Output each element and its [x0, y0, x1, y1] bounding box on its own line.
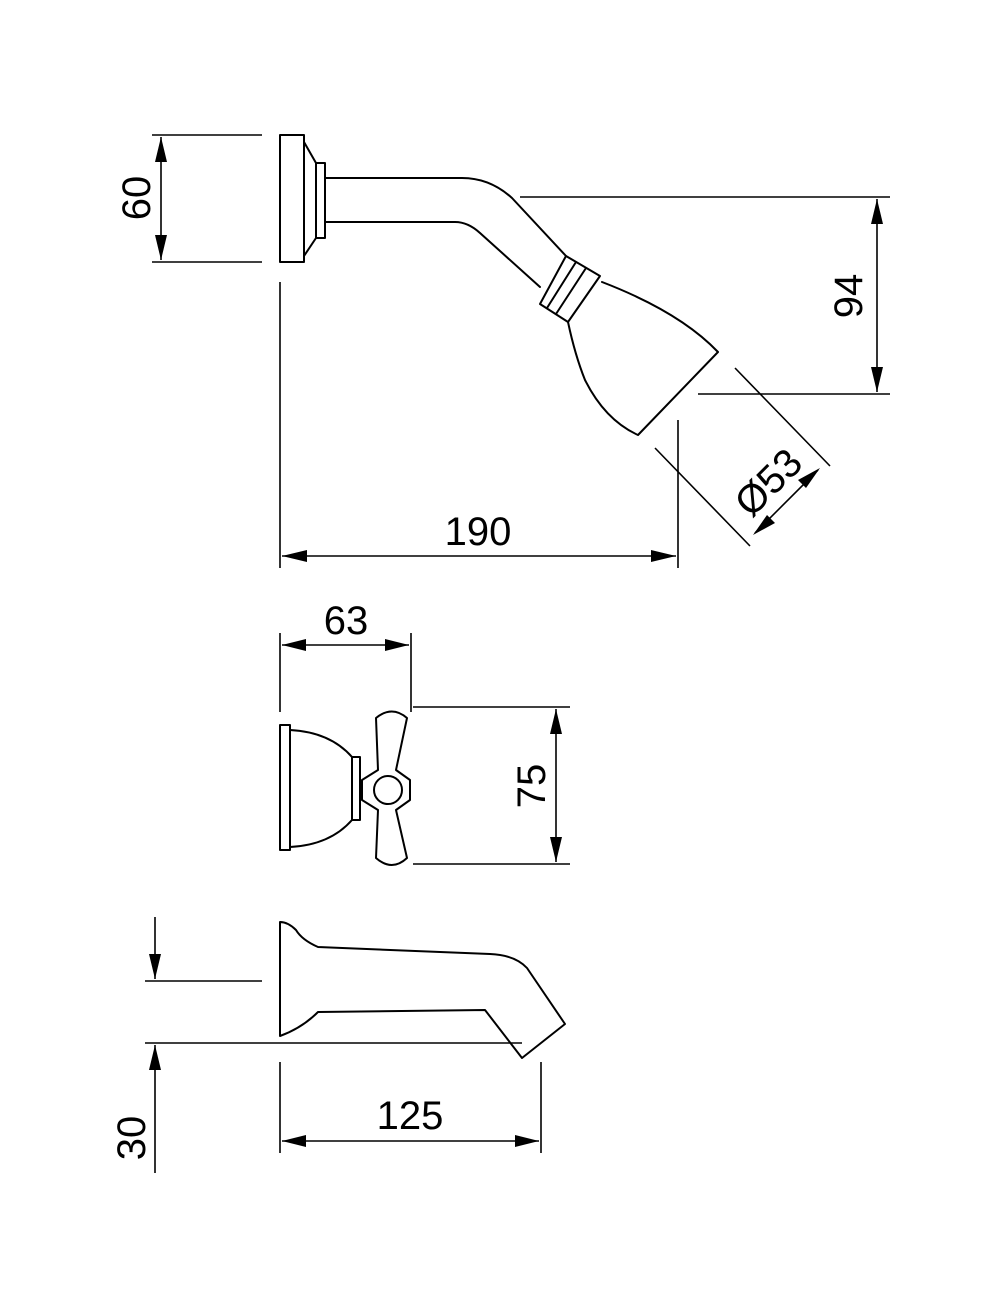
spout-assembly [279, 921, 566, 1059]
dim-label-63: 63 [324, 599, 369, 643]
arrow-head [651, 550, 676, 562]
ext-line [654, 447, 751, 547]
arrow-head [871, 367, 883, 392]
shower-flange-cone [303, 141, 317, 257]
dim-label-94: 94 [827, 274, 871, 319]
dim-label-diameter: Ø53 [727, 441, 812, 526]
dim-label-30: 30 [110, 1116, 154, 1161]
dimension-75: 75 [413, 706, 570, 865]
shower-arm [324, 177, 567, 257]
arrow-head [385, 639, 409, 651]
arrow-head [550, 837, 562, 862]
arrow-head [149, 954, 161, 979]
handle-wall-plate [279, 724, 291, 851]
dim-label-75: 75 [510, 764, 554, 809]
arrow-head [155, 137, 167, 162]
handle-bell [289, 729, 353, 848]
handle-hub [373, 775, 403, 805]
dim-label-60: 60 [115, 176, 159, 221]
arrow-head [515, 1135, 539, 1147]
shower-arm-lower [324, 221, 541, 288]
handle-stem [351, 756, 361, 821]
dimension-125: 125 [279, 1062, 542, 1153]
spout-body [279, 921, 566, 1059]
ext-line [734, 367, 831, 467]
arrow-head [282, 1135, 306, 1147]
dim-label-190: 190 [445, 510, 512, 554]
dimension-190: 190 [279, 282, 679, 568]
shower-swivel-ring-1 [546, 261, 577, 309]
arrow-head [282, 550, 307, 562]
handle-assembly [279, 710, 411, 866]
shower-wall-flange [279, 134, 305, 263]
arrow-head [155, 235, 167, 260]
dimension-63: 63 [279, 599, 412, 712]
shower-swivel-ring-2 [555, 267, 587, 315]
arrow-head [798, 468, 820, 488]
arrow-head [282, 639, 306, 651]
shower-head [567, 281, 719, 436]
arrow-head [753, 515, 775, 535]
dim-label-125: 125 [377, 1094, 444, 1138]
dimension-30: 30 [110, 917, 522, 1173]
arrow-head [149, 1045, 161, 1070]
handle-cross [361, 710, 411, 866]
arrow-head [871, 199, 883, 224]
shower-collar [315, 162, 326, 239]
dimension-60: 60 [115, 134, 262, 263]
shower-assembly [279, 134, 719, 436]
dimension-94: 94 [520, 196, 890, 395]
arrow-head [550, 709, 562, 734]
shower-swivel [539, 255, 601, 323]
